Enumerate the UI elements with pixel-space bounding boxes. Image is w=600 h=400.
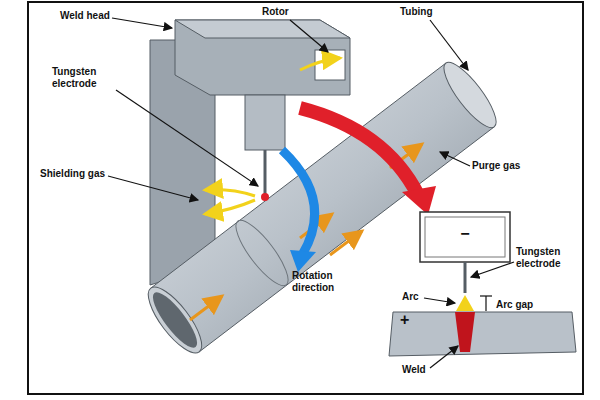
part-label: Weld — [402, 364, 432, 376]
purge-gas-arrows — [190, 144, 422, 320]
zoom-arrowhead — [402, 186, 436, 215]
arc-detail — [389, 212, 576, 356]
zoom-arrow — [300, 108, 418, 195]
part-label: Purge gas — [472, 160, 542, 172]
rotation-arrow — [282, 150, 315, 255]
shielding-gas-arrows — [205, 58, 340, 214]
part-label: Weld head — [60, 10, 120, 22]
part-label: + — [400, 312, 416, 328]
part-label: − — [455, 226, 475, 242]
part-label: Rotor — [262, 6, 302, 18]
part-label: Rotation direction — [292, 270, 364, 293]
part-label: Arc — [402, 291, 424, 303]
part-label: Tubing — [400, 6, 450, 18]
part-label: Arc gap — [496, 299, 556, 311]
part-label: Tungsten electrode — [52, 66, 116, 89]
leader-lines — [108, 18, 514, 368]
part-label: Tungsten electrode — [516, 246, 580, 269]
rotation-arrowhead — [290, 250, 316, 272]
part-label: Shielding gas — [40, 168, 120, 180]
frame — [28, 2, 583, 394]
